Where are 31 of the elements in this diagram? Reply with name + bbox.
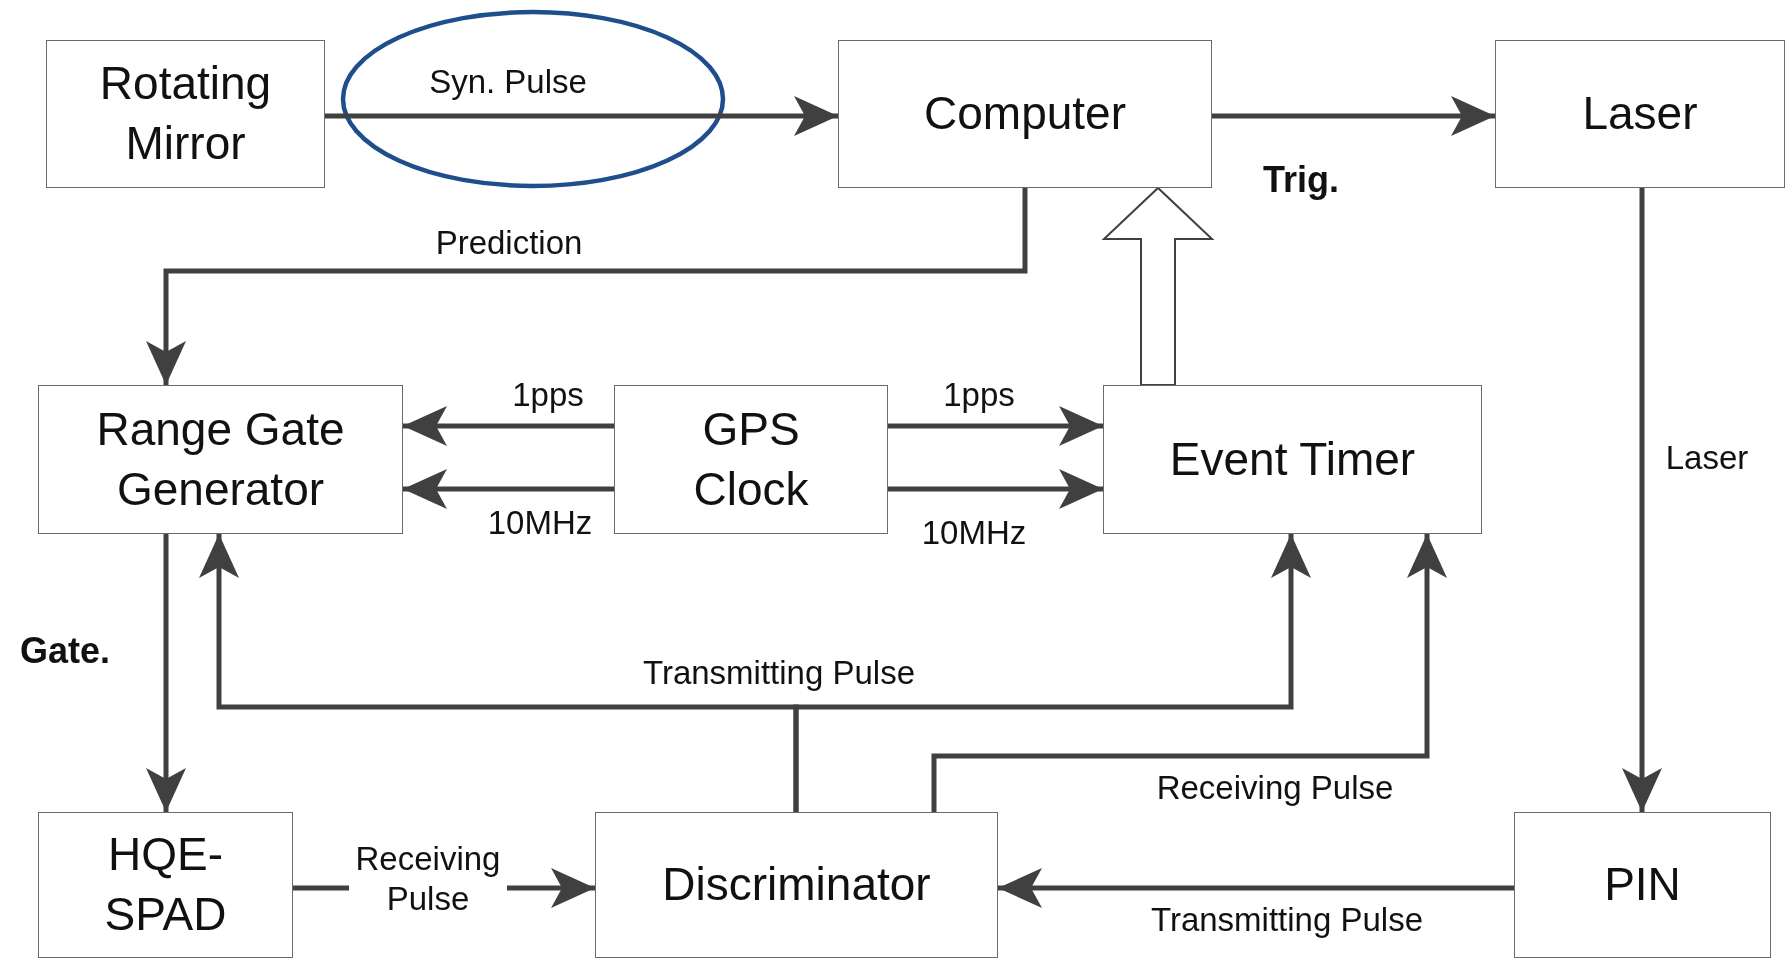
arrow: [146, 534, 186, 812]
box-label: Event Timer: [1168, 431, 1417, 487]
box-label: HQE-SPAD: [103, 827, 228, 942]
box-label: Computer: [923, 86, 1127, 142]
process-box: [595, 812, 998, 958]
arrow: [931, 534, 1447, 812]
arrow: [325, 96, 838, 136]
process-box: [1103, 385, 1482, 534]
arrow: [793, 534, 1311, 812]
arrow: [403, 469, 614, 509]
process-box: [614, 385, 888, 534]
box-label: Range Gate Generator: [95, 401, 346, 517]
process-box: [1514, 812, 1771, 958]
box-label: GPS Clock: [692, 401, 810, 517]
process-box: [38, 812, 293, 958]
process-box: [1495, 40, 1785, 188]
box-label: Discriminator: [661, 857, 932, 913]
process-box: [38, 385, 403, 534]
arrow: [998, 868, 1514, 908]
box-label: Laser: [1581, 86, 1699, 142]
hollow-arrow: [1101, 186, 1215, 386]
arrow: [888, 406, 1103, 446]
process-box: [838, 40, 1212, 188]
arrow: [1212, 96, 1495, 136]
box-label: Rotating Mirror: [98, 56, 273, 171]
arrow: [403, 406, 614, 446]
process-box: [46, 40, 325, 188]
arrow: [146, 188, 1028, 385]
arrow: [888, 469, 1103, 509]
box-label: PIN: [1603, 857, 1682, 913]
arrow: [1622, 188, 1662, 812]
